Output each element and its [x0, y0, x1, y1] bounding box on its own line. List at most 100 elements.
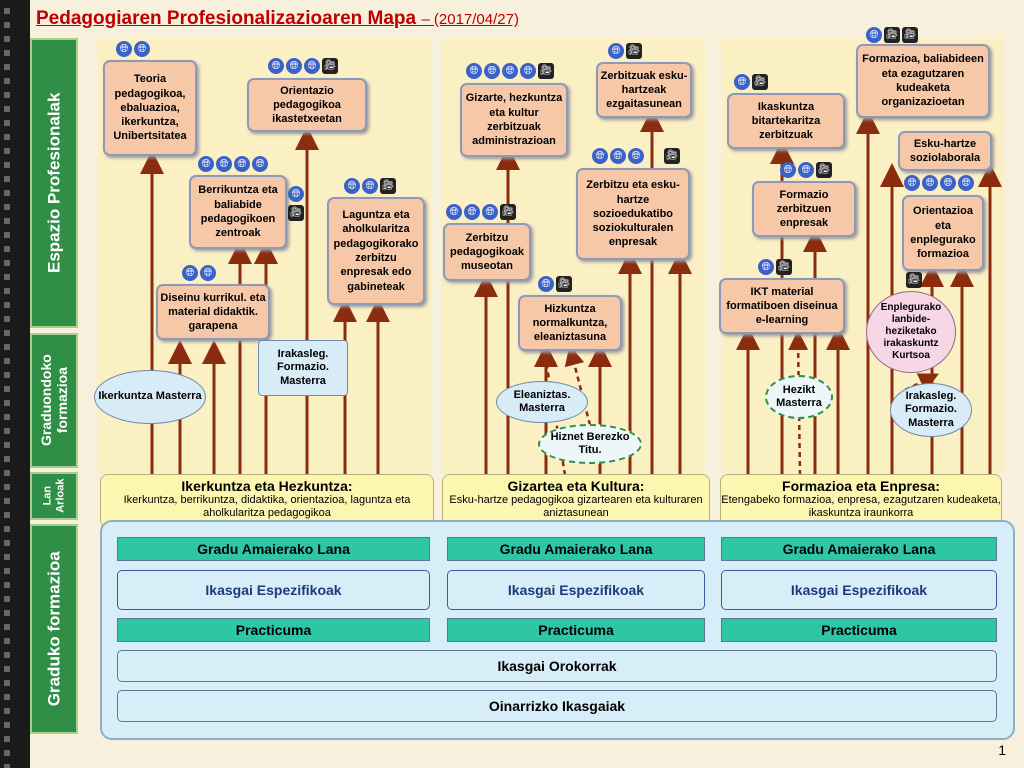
web-icon[interactable]: 🌐︎ [904, 175, 920, 191]
video-icon[interactable]: 🎥︎ [776, 259, 792, 275]
ikt-icons: 🌐︎🎥︎ [758, 259, 792, 275]
video-icon[interactable]: 🎥︎ [556, 276, 572, 292]
web-icon[interactable]: 🌐︎ [484, 63, 500, 79]
area-ikerkuntza: Ikerkuntza eta Hezkuntza: Ikerkuntza, be… [100, 474, 434, 528]
web-icon[interactable]: 🌐︎ [464, 204, 480, 220]
web-icon[interactable]: 🌐︎ [538, 276, 554, 292]
video-icon[interactable]: 🎥︎ [380, 178, 396, 194]
page-number: 1 [998, 742, 1006, 758]
web-icon[interactable]: 🌐︎ [798, 162, 814, 178]
area-subtitle: Etengabeko formazioa, enpresa, ezagutzar… [721, 494, 1001, 520]
ellipse-hiznet: Hiznet Berezko Titu. [538, 424, 642, 464]
web-icon[interactable]: 🌐︎ [134, 41, 150, 57]
web-icon[interactable]: 🌐︎ [198, 156, 214, 172]
web-icon[interactable]: 🌐︎ [734, 74, 750, 90]
box-berrikuntza: Berrikuntza eta baliabide pedagogikoen z… [189, 175, 287, 249]
box-laguntza: Laguntza eta aholkularitza pedagogikorak… [327, 197, 425, 305]
box-hizkuntza: Hizkuntza normalkuntza, eleaniztasuna [518, 295, 622, 351]
orientazioa-icons: 🌐︎🌐︎🌐︎🌐︎ [904, 175, 974, 191]
web-icon[interactable]: 🌐︎ [304, 58, 320, 74]
web-icon[interactable]: 🌐︎ [628, 148, 644, 164]
web-icon[interactable]: 🌐︎ [466, 63, 482, 79]
laguntza-icons: 🌐︎🌐︎🎥︎ [344, 178, 396, 194]
diseinu-icons: 🌐︎🌐︎ [182, 265, 216, 281]
web-icon[interactable]: 🌐︎ [520, 63, 536, 79]
web-icon[interactable]: 🌐︎ [200, 265, 216, 281]
web-icon[interactable]: 🌐︎ [502, 63, 518, 79]
video-icon[interactable]: 🎥︎ [664, 148, 680, 164]
video-icon[interactable]: 🎥︎ [752, 74, 768, 90]
gradu-amaierako-1: Gradu Amaierako Lana [117, 537, 430, 561]
video-icon[interactable]: 🎥︎ [906, 272, 922, 288]
video-icon[interactable]: 🎥︎ [288, 205, 304, 221]
orientazio-icons: 🌐︎🌐︎🌐︎🎥︎ [268, 58, 338, 74]
ikasgai-espezifikoak-3: Ikasgai Espezifikoak [721, 570, 997, 610]
video-icon[interactable]: 🎥︎ [884, 27, 900, 43]
web-icon[interactable]: 🌐︎ [922, 175, 938, 191]
gradu-amaierako-3: Gradu Amaierako Lana [721, 537, 997, 561]
box-orientazio: Orientazio pedagogikoa ikastetxeetan [247, 78, 367, 132]
ikasgai-espezifikoak-2: Ikasgai Espezifikoak [447, 570, 705, 610]
box-formazioa-baliabide: Formazioa, baliabideen eta ezagutzaren k… [856, 44, 990, 118]
box-orientazioa: Orientazioa eta enplegurako formazioa [902, 195, 984, 271]
box-ikt: IKT material formatiboen diseinua e-lear… [719, 278, 845, 334]
video-icon[interactable]: 🎥︎ [500, 204, 516, 220]
web-icon[interactable]: 🌐︎ [362, 178, 378, 194]
area-subtitle: Ikerkuntza, berrikuntza, didaktika, orie… [123, 494, 411, 520]
web-icon[interactable]: 🌐︎ [958, 175, 974, 191]
hizkuntza-icons: 🌐︎🎥︎ [538, 276, 572, 292]
practicuma-3: Practicuma [721, 618, 997, 642]
ikaskuntza-icons: 🌐︎🎥︎ [734, 74, 768, 90]
page-title: Pedagogiaren Profesionalizazioaren Mapa … [36, 8, 519, 30]
web-icon[interactable]: 🌐︎ [116, 41, 132, 57]
web-icon[interactable]: 🌐︎ [288, 186, 304, 202]
side-label-espazio: Espazio Profesionalak [30, 38, 78, 328]
area-title: Formazioa eta Enpresa: [782, 478, 940, 494]
video-icon[interactable]: 🎥︎ [538, 63, 554, 79]
web-icon[interactable]: 🌐︎ [268, 58, 284, 74]
video-icon[interactable]: 🎥︎ [626, 43, 642, 59]
ikasgai-espezifikoak-1: Ikasgai Espezifikoak [117, 570, 430, 610]
practicuma-2: Practicuma [447, 618, 705, 642]
zerbitzuak-icons: 🌐︎🎥︎ [608, 43, 642, 59]
side-label-lan: Lan Arloak [30, 472, 78, 520]
box-zerbitzuak-esku: Zerbitzuak esku-hartzeak ezgaitasunean [596, 62, 692, 118]
web-icon[interactable]: 🌐︎ [344, 178, 360, 194]
area-title: Gizartea eta Kultura: [507, 478, 645, 494]
enplegurako-icons: 🎥︎ [906, 272, 922, 288]
zerbitzu-esku-icons: 🌐︎🌐︎🌐︎🎥︎ [592, 148, 680, 164]
web-icon[interactable]: 🌐︎ [446, 204, 462, 220]
title-date: – (2017/04/27) [421, 11, 519, 28]
video-icon[interactable]: 🎥︎ [816, 162, 832, 178]
web-icon[interactable]: 🌐︎ [610, 148, 626, 164]
area-title: Ikerkuntza eta Hezkuntza: [181, 478, 353, 494]
web-icon[interactable]: 🌐︎ [234, 156, 250, 172]
area-gizartea: Gizartea eta Kultura: Esku-hartze pedago… [442, 474, 710, 528]
web-icon[interactable]: 🌐︎ [940, 175, 956, 191]
web-icon[interactable]: 🌐︎ [592, 148, 608, 164]
ellipse-ikerkuntza-masterra: Ikerkuntza Masterra [94, 370, 206, 424]
web-icon[interactable]: 🌐︎ [780, 162, 796, 178]
museo-icons: 🌐︎🌐︎🌐︎🎥︎ [446, 204, 516, 220]
box-teoria: Teoria pedagogikoa, ebaluazioa, ikerkunt… [103, 60, 197, 156]
box-esku-hartze-sozio: Esku-hartze soziolaborala [898, 131, 992, 171]
web-icon[interactable]: 🌐︎ [252, 156, 268, 172]
title-text: Pedagogiaren Profesionalizazioaren Mapa [36, 8, 417, 29]
web-icon[interactable]: 🌐︎ [608, 43, 624, 59]
teoria-icons: 🌐︎🌐︎ [116, 41, 150, 57]
gizarte-icons: 🌐︎🌐︎🌐︎🌐︎🎥︎ [466, 63, 554, 79]
web-icon[interactable]: 🌐︎ [758, 259, 774, 275]
web-icon[interactable]: 🌐︎ [216, 156, 232, 172]
ellipse-hezikt: Hezikt Masterra [765, 375, 833, 419]
gradu-amaierako-2: Gradu Amaierako Lana [447, 537, 705, 561]
oinarrizko-ikasgaiak: Oinarrizko Ikasgaiak [117, 690, 997, 722]
video-icon[interactable]: 🎥︎ [902, 27, 918, 43]
web-icon[interactable]: 🌐︎ [286, 58, 302, 74]
video-icon[interactable]: 🎥︎ [322, 58, 338, 74]
web-icon[interactable]: 🌐︎ [182, 265, 198, 281]
berrikuntza-side-icons: 🌐︎ 🎥︎ [288, 186, 304, 221]
web-icon[interactable]: 🌐︎ [482, 204, 498, 220]
box-museo: Zerbitzu pedagogikoak museotan [443, 223, 531, 281]
web-icon[interactable]: 🌐︎ [866, 27, 882, 43]
formazio-zerbitzuen-icons: 🌐︎🌐︎🎥︎ [780, 162, 832, 178]
